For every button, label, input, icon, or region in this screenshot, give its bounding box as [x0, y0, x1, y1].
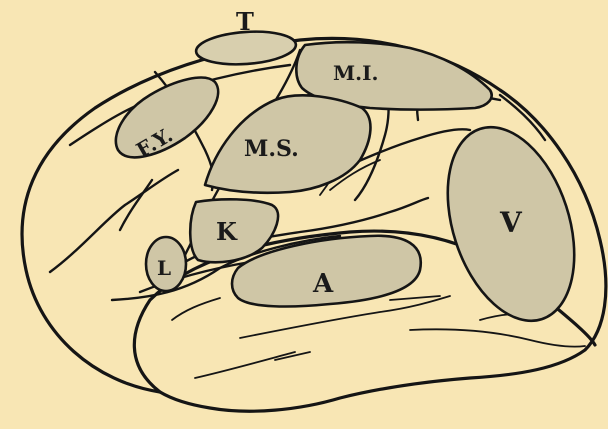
temporal-line-2 — [195, 352, 310, 378]
label-l: L — [157, 256, 171, 280]
label-k: K — [216, 217, 238, 246]
label-a: A — [312, 269, 334, 299]
label-t: T — [236, 7, 254, 36]
temporal-line-6 — [390, 296, 440, 300]
temporal-line-4 — [172, 298, 220, 320]
label-v: V — [499, 206, 523, 239]
label-ms: M.S. — [244, 136, 299, 162]
temporal-line-3 — [410, 329, 585, 346]
label-mi: M.I. — [333, 61, 378, 85]
